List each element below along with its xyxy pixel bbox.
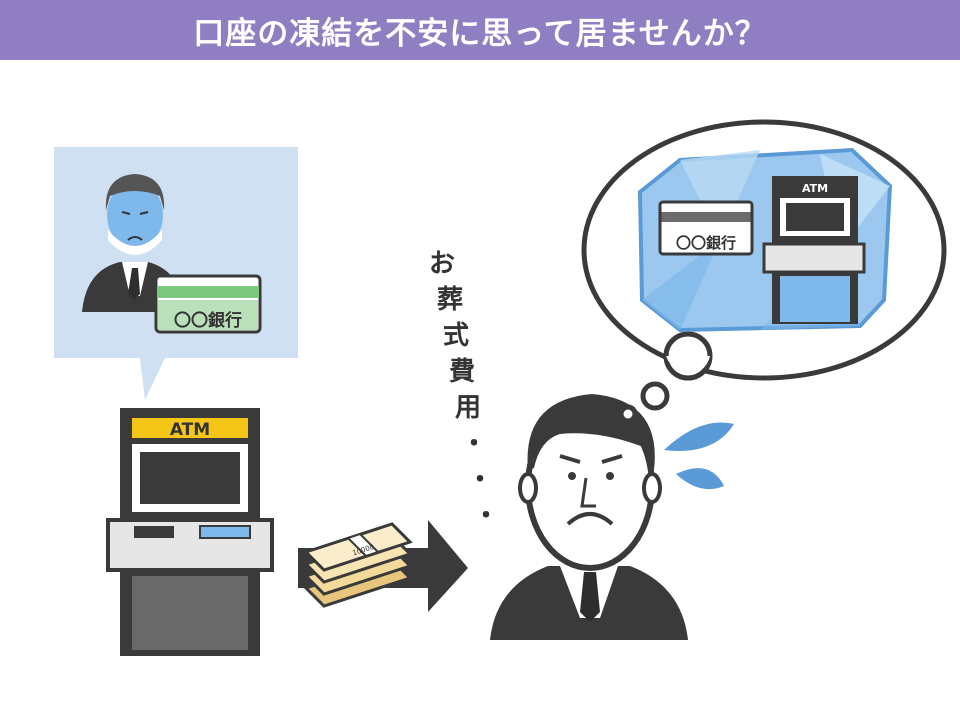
card-bank-label: 〇〇銀行 <box>174 310 242 331</box>
vtext-char-1: 葬 <box>437 285 463 315</box>
page-title: 口座の凍結を不安に思って居ませんか？ <box>193 15 767 52</box>
bank-card-icon: 〇〇銀行 <box>154 274 262 334</box>
sweat-drop-icon <box>664 422 734 490</box>
vtext-char-6: ・ <box>467 465 493 495</box>
title-bar: 口座の凍結を不安に思って居ませんか？ <box>0 0 960 60</box>
frozen-card-label: 〇〇銀行 <box>676 234 736 252</box>
frozen-ice-block: 〇〇銀行 ATM <box>637 147 893 333</box>
atm-label: ATM <box>170 420 210 440</box>
vtext-char-3: 費 <box>449 357 475 387</box>
sad-man <box>490 394 688 640</box>
frozen-atm-label: ATM <box>802 182 828 195</box>
atm-machine: ATM <box>106 408 274 656</box>
funeral-cost-text: お 葬 式 費 用 ・ ・ ・ <box>429 249 499 531</box>
vtext-char-4: 用 <box>455 393 481 423</box>
money-bundle-icon: 10000 <box>303 522 413 608</box>
vtext-char-2: 式 <box>443 321 469 351</box>
worried-customer-panel: 〇〇銀行 <box>54 147 298 400</box>
vtext-char-0: お <box>429 249 455 279</box>
vtext-char-7: ・ <box>473 501 499 531</box>
vtext-char-5: ・ <box>461 429 487 459</box>
